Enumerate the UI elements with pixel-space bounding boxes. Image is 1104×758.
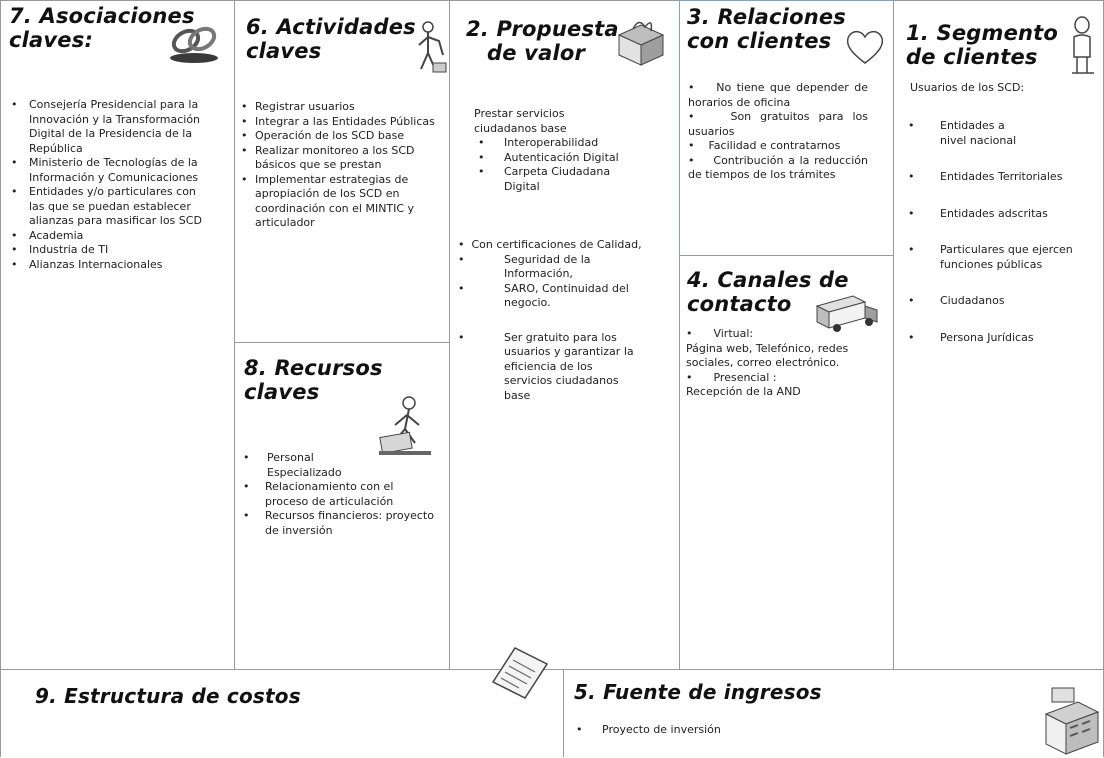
canales-content: • Virtual: Página web, Telefónico, redes… <box>686 327 886 400</box>
segmento-title: 1. Segmento de clientes <box>906 21 1058 69</box>
asociaciones-title-line2: claves: <box>9 28 94 52</box>
list-item: Integrar a las Entidades Públicas <box>237 115 442 130</box>
relaciones-title: 3. Relaciones con clientes <box>687 5 846 53</box>
segmento-list: Entidades a nivel nacional Entidades Ter… <box>904 119 1099 345</box>
relaciones-item-text: Contribución a la reducción de tiempos d… <box>688 153 868 182</box>
list-item: Realizar monitoreo a los SCD básicos que… <box>237 144 442 173</box>
list-item: • Facilidad e contratarnos <box>688 139 841 152</box>
gift-box-icon <box>617 21 665 66</box>
recursos-first-item: Personal Especializado <box>267 451 342 479</box>
segmento-title-line2: de clientes <box>906 45 1038 69</box>
block-propuesta-valor: 2. Propuesta de valor Prestar servicios … <box>449 0 680 670</box>
list-item: Entidades Territoriales <box>904 170 1099 185</box>
list-item: Entidades a nivel nacional <box>904 119 1030 148</box>
relaciones-list: • No tiene que depender de horarios de o… <box>688 81 868 183</box>
recursos-list: Personal Especializado Relacionamiento c… <box>239 451 439 538</box>
propuesta-certs: Seguridad de la Información, SARO, Conti… <box>454 253 669 311</box>
block-actividades-claves: 6. Actividades claves Registrar usuarios… <box>234 0 450 343</box>
list-item: Operación de los SCD base <box>237 129 442 144</box>
list-item: Academia <box>7 229 207 244</box>
ingresos-title: 5. Fuente de ingresos <box>574 680 822 704</box>
propuesta-cert-intro: • Con certificaciones de Calidad, <box>458 238 642 251</box>
relaciones-title-line2: con clientes <box>687 29 832 53</box>
propuesta-free: Ser gratuito para los usuarios y garanti… <box>454 331 669 404</box>
list-item: Ser gratuito para los usuarios y garanti… <box>454 331 634 404</box>
relaciones-item-text: Facilidad e contratarnos <box>708 139 841 152</box>
actividades-title-line2: claves <box>246 39 322 63</box>
list-item: Registrar usuarios <box>237 100 442 115</box>
list-item: Alianzas Internacionales <box>7 258 207 273</box>
document-icon <box>491 647 549 699</box>
truck-icon <box>815 295 878 332</box>
asociaciones-list: Consejería Presidencial para la Innovaci… <box>7 98 207 272</box>
list-item: Recursos financieros: proyecto de invers… <box>239 509 439 538</box>
canales-title-line2: contacto <box>687 292 792 316</box>
list-item: • Son gratuitos para los usuarios <box>688 110 868 138</box>
heart-icon <box>846 30 884 64</box>
actividades-title: 6. Actividades claves <box>246 15 416 63</box>
list-item: Particulares que ejercen funciones públi… <box>904 243 1099 272</box>
list-item: Entidades y/o particulares con las que s… <box>7 185 207 229</box>
block-segmento-clientes: 1. Segmento de clientes Usuarios de los … <box>893 0 1104 670</box>
list-item: Personal Especializado <box>239 451 439 480</box>
list-item: Industria de TI <box>7 243 207 258</box>
list-item: Implementar estrategias de apropiación d… <box>237 173 442 231</box>
worker-icon <box>418 21 447 73</box>
actividades-title-line1: 6. Actividades <box>246 15 416 39</box>
canales-title-line1: 4. Canales de <box>687 268 849 292</box>
propuesta-title: 2. Propuesta de valor <box>466 17 619 65</box>
block-asociaciones-claves: 7. Asociaciones claves: Consejería Presi… <box>0 0 235 670</box>
list-item: Interoperabilidad <box>474 136 674 151</box>
list-item: Persona Jurídicas <box>904 331 1099 346</box>
chain-links-icon <box>170 26 218 63</box>
propuesta-cert-intro-text: Con certificaciones de Calidad, <box>471 238 642 251</box>
propuesta-certs-block: • Con certificaciones de Calidad, Seguri… <box>454 238 669 403</box>
propuesta-title-line1: 2. Propuesta <box>466 17 619 41</box>
segmento-intro: Usuarios de los SCD: <box>910 81 1025 94</box>
list-item: SARO, Continuidad del negocio. <box>454 282 634 311</box>
list-item: Entidades adscritas <box>904 207 1099 222</box>
canales-virtual-text: Virtual: <box>713 327 754 340</box>
ingresos-list: Proyecto de inversión <box>572 723 822 738</box>
block-estructura-costos: 9. Estructura de costos <box>0 647 564 757</box>
list-item: Consejería Presidencial para la Innovaci… <box>7 98 207 156</box>
list-item: • No tiene que depender de horarios de o… <box>688 81 868 109</box>
block-fuente-ingresos: 5. Fuente de ingresos Proyecto de invers… <box>563 669 1104 757</box>
relaciones-title-line1: 3. Relaciones <box>687 5 847 29</box>
canales-presencial-text: Presencial : <box>713 370 777 384</box>
block-recursos-claves: 8. Recursos claves Personal Especializad… <box>234 342 450 670</box>
asociaciones-title-line1: 7. Asociaciones <box>9 4 195 28</box>
actividades-list: Registrar usuarios Integrar a las Entida… <box>237 100 442 231</box>
list-item: Carpeta Ciudadana Digital <box>474 165 614 194</box>
list-item: Proyecto de inversión <box>572 723 822 738</box>
canales-virtual-detail: Página web, Telefónico, redes sociales, … <box>686 341 849 370</box>
list-item: Ministerio de Tecnologías de la Informac… <box>7 156 207 185</box>
relaciones-item-text: No tiene que depender de horarios de ofi… <box>688 81 868 109</box>
list-item: • Contribución a la reducción de tiempos… <box>688 153 868 182</box>
asociaciones-title: 7. Asociaciones claves: <box>9 4 195 52</box>
segmento-title-line1: 1. Segmento <box>906 21 1059 45</box>
worker-lifting-icon <box>379 396 431 455</box>
recursos-title: 8. Recursos claves <box>244 356 383 404</box>
canales-presencial-label: • Presencial : <box>686 370 777 384</box>
block-canales-contacto: 4. Canales de contacto • Virtual: Página… <box>679 255 894 670</box>
propuesta-intro: Prestar servicios ciudadanos base <box>474 107 567 135</box>
canales-title: 4. Canales de contacto <box>687 268 849 316</box>
cash-register-icon <box>1044 687 1100 755</box>
list-item: Autenticación Digital <box>474 151 674 166</box>
relaciones-item-text: Son gratuitos para los usuarios <box>688 110 868 138</box>
list-item: Seguridad de la Información, <box>454 253 624 282</box>
list-item: Relacionamiento con el proceso de articu… <box>239 480 439 509</box>
propuesta-services: Interoperabilidad Autenticación Digital … <box>474 136 674 194</box>
block-relaciones-clientes: 3. Relaciones con clientes • No tiene qu… <box>679 0 894 256</box>
propuesta-title-line2: de valor <box>487 41 586 65</box>
list-item: Ciudadanos <box>904 294 1099 309</box>
person-icon <box>1072 16 1094 74</box>
canales-presencial-detail: Recepción de la AND <box>686 385 801 398</box>
propuesta-content: Prestar servicios ciudadanos base Intero… <box>474 107 674 194</box>
canales-virtual-label: • Virtual: <box>686 327 754 340</box>
costos-title: 9. Estructura de costos <box>35 684 301 708</box>
